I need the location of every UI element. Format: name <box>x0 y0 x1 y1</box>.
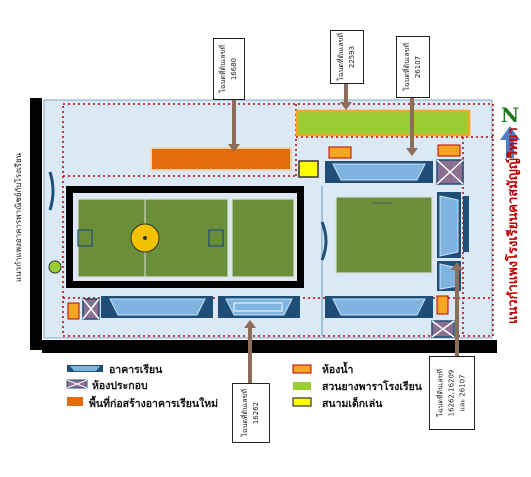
legend-label: พื้นที่ก่อสร้างอาคารเรียนใหม่ <box>89 398 219 410</box>
legend-item-support: ห้องประกอบ <box>92 377 148 394</box>
legend-swatch-new-area <box>67 397 83 406</box>
classroom-building <box>325 296 433 318</box>
center-spot <box>143 236 147 240</box>
deed-box: โฉนดที่ดินเลขที่22593 <box>330 30 364 84</box>
toilet <box>328 146 352 159</box>
toilet <box>67 302 80 320</box>
legend-swatch-toilet <box>292 364 312 374</box>
field-wall <box>66 186 73 286</box>
field-wall <box>66 186 304 193</box>
deed-arrow <box>228 98 240 152</box>
north-arrow-icon <box>500 126 520 158</box>
deed-label: โฉนดที่ดินเลขที่26107 <box>403 43 422 91</box>
legend-swatch-playground <box>292 397 312 407</box>
new-building-area <box>150 147 292 171</box>
legend-item-garden: สวนยางพาราโรงเรียน <box>322 378 422 395</box>
deed-arrow <box>406 96 418 156</box>
support-building <box>436 159 464 185</box>
legend-label: อาคารเรียน <box>109 364 163 376</box>
left-wall <box>30 98 42 350</box>
deed-box: โฉนดที่ดินเลขที่16680 <box>213 38 245 100</box>
deed-box: โฉนดที่ดินเลขที่16262 <box>232 383 270 443</box>
classroom-building <box>437 192 461 258</box>
legend-label: ห้องประกอบ <box>92 380 148 392</box>
deed-label: โฉนดที่ดินเลขที่22593 <box>337 33 356 81</box>
legend-label: สนามเด็กเล่น <box>322 398 383 410</box>
tree-icon <box>48 260 62 274</box>
classroom-building <box>325 161 433 183</box>
building-strip <box>463 196 469 252</box>
goal-area-right <box>208 229 224 247</box>
bottom-wall <box>42 340 497 353</box>
deed-label: โฉนดที่ดินเลขที่16680 <box>219 45 238 93</box>
legend-label: สวนยางพาราโรงเรียน <box>322 381 422 393</box>
deed-box: โฉนดที่ดินเลขที่26107 <box>396 36 430 98</box>
stand-left <box>48 171 55 211</box>
stand-right <box>320 221 328 261</box>
right-field <box>335 196 433 274</box>
toilet <box>436 295 449 315</box>
legend-item-classroom: อาคารเรียน <box>109 361 162 378</box>
deed-label: โฉนดที่ดินเลขที่16262 <box>241 389 260 437</box>
toilet <box>437 144 461 157</box>
field-wall <box>297 186 304 288</box>
legend-swatch-support <box>66 379 88 389</box>
deed-arrow <box>451 262 463 358</box>
legend-label: ห้องน้ำ <box>322 364 354 376</box>
goal-area-left <box>77 229 93 247</box>
boundary-outer <box>62 103 494 337</box>
legend-swatch-classroom <box>67 365 103 372</box>
road-left-label: แนวกำแพงอาคารพาณิชย์กับโรงเรียน <box>14 152 23 282</box>
legend-item-new-area: พื้นที่ก่อสร้างอาคารเรียนใหม่ <box>89 395 218 412</box>
classroom-building <box>218 296 300 318</box>
deed-arrow <box>340 80 352 110</box>
legend-item-toilet: ห้องน้ำ <box>322 361 353 378</box>
field-wall <box>66 281 304 288</box>
legend-item-playground: สนามเด็กเล่น <box>322 395 382 412</box>
school-boundary-label: แนวกำแพงโรงเรียนคาสมัญญ์วิทยา <box>506 127 521 324</box>
north-label: N <box>501 103 519 127</box>
legend-swatch-garden <box>293 382 311 390</box>
rubber-garden <box>295 109 471 137</box>
deed-arrow <box>244 320 256 384</box>
classroom-building <box>101 296 213 318</box>
small-field <box>231 198 295 278</box>
playground <box>298 160 319 178</box>
support-building <box>82 298 100 320</box>
support-building <box>431 320 455 338</box>
